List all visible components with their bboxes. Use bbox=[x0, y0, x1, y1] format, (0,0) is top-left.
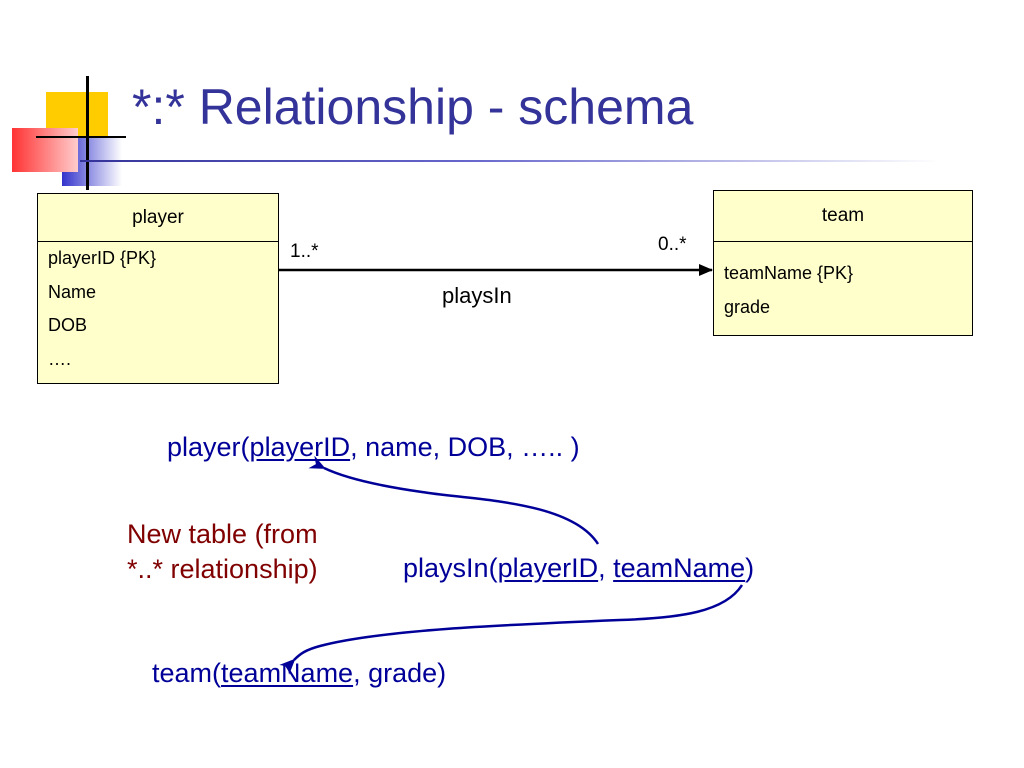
separator: , bbox=[598, 553, 614, 583]
attribute-item: grade bbox=[724, 296, 771, 317]
foreign-key-arrow-team bbox=[279, 584, 744, 675]
primary-key-playerid: playerID bbox=[249, 432, 351, 462]
schema-team: team(teamName, grade) bbox=[152, 660, 446, 687]
foreign-key-arrow-player bbox=[308, 455, 600, 545]
entity-team: team teamName {PK} grade bbox=[713, 190, 973, 336]
close-paren: ) bbox=[745, 553, 755, 583]
table-name: playsIn bbox=[403, 553, 489, 583]
slide-title: *:* Relationship - schema bbox=[132, 79, 694, 135]
key-playerid: playerID bbox=[497, 553, 599, 583]
open-paren: ( bbox=[212, 658, 222, 688]
new-table-note: New table (from *..* relationship) bbox=[127, 517, 318, 587]
relationship-label: playsIn bbox=[442, 283, 512, 308]
attribute-list: playerID {PK} Name DOB …. bbox=[48, 242, 274, 376]
entity-name: player bbox=[38, 194, 278, 242]
note-line-1: New table (from bbox=[127, 519, 318, 549]
schema-plays-in: playsIn(playerID, teamName) bbox=[403, 555, 754, 582]
table-name: team bbox=[152, 658, 213, 688]
attribute-item: …. bbox=[48, 348, 72, 369]
title-divider bbox=[80, 160, 940, 162]
note-line-2: *..* relationship) bbox=[127, 554, 318, 584]
schema-player: player(playerID, name, DOB, ….. ) bbox=[167, 434, 580, 461]
remaining-columns: , grade) bbox=[353, 658, 447, 688]
entity-name: team bbox=[714, 191, 972, 242]
attribute-item: teamName {PK} bbox=[724, 263, 854, 283]
primary-key-teamname: teamName bbox=[221, 658, 354, 688]
attribute-item: playerID {PK} bbox=[48, 248, 157, 268]
entity-player: player playerID {PK} Name DOB …. bbox=[37, 193, 279, 384]
open-paren: ( bbox=[488, 553, 498, 583]
decoration-horizontal-line bbox=[36, 136, 126, 138]
decoration-vertical-line bbox=[86, 76, 89, 190]
attribute-item: DOB bbox=[48, 315, 88, 335]
remaining-columns: , name, DOB, ….. ) bbox=[350, 432, 580, 462]
open-paren: ( bbox=[240, 432, 250, 462]
attribute-list: teamName {PK} grade bbox=[724, 257, 968, 324]
target-multiplicity: 0..* bbox=[658, 234, 687, 255]
attribute-item: Name bbox=[48, 281, 97, 302]
decoration-red-square bbox=[12, 128, 78, 172]
table-name: player bbox=[167, 432, 241, 462]
source-multiplicity: 1..* bbox=[290, 241, 319, 262]
key-teamname: teamName bbox=[613, 553, 746, 583]
